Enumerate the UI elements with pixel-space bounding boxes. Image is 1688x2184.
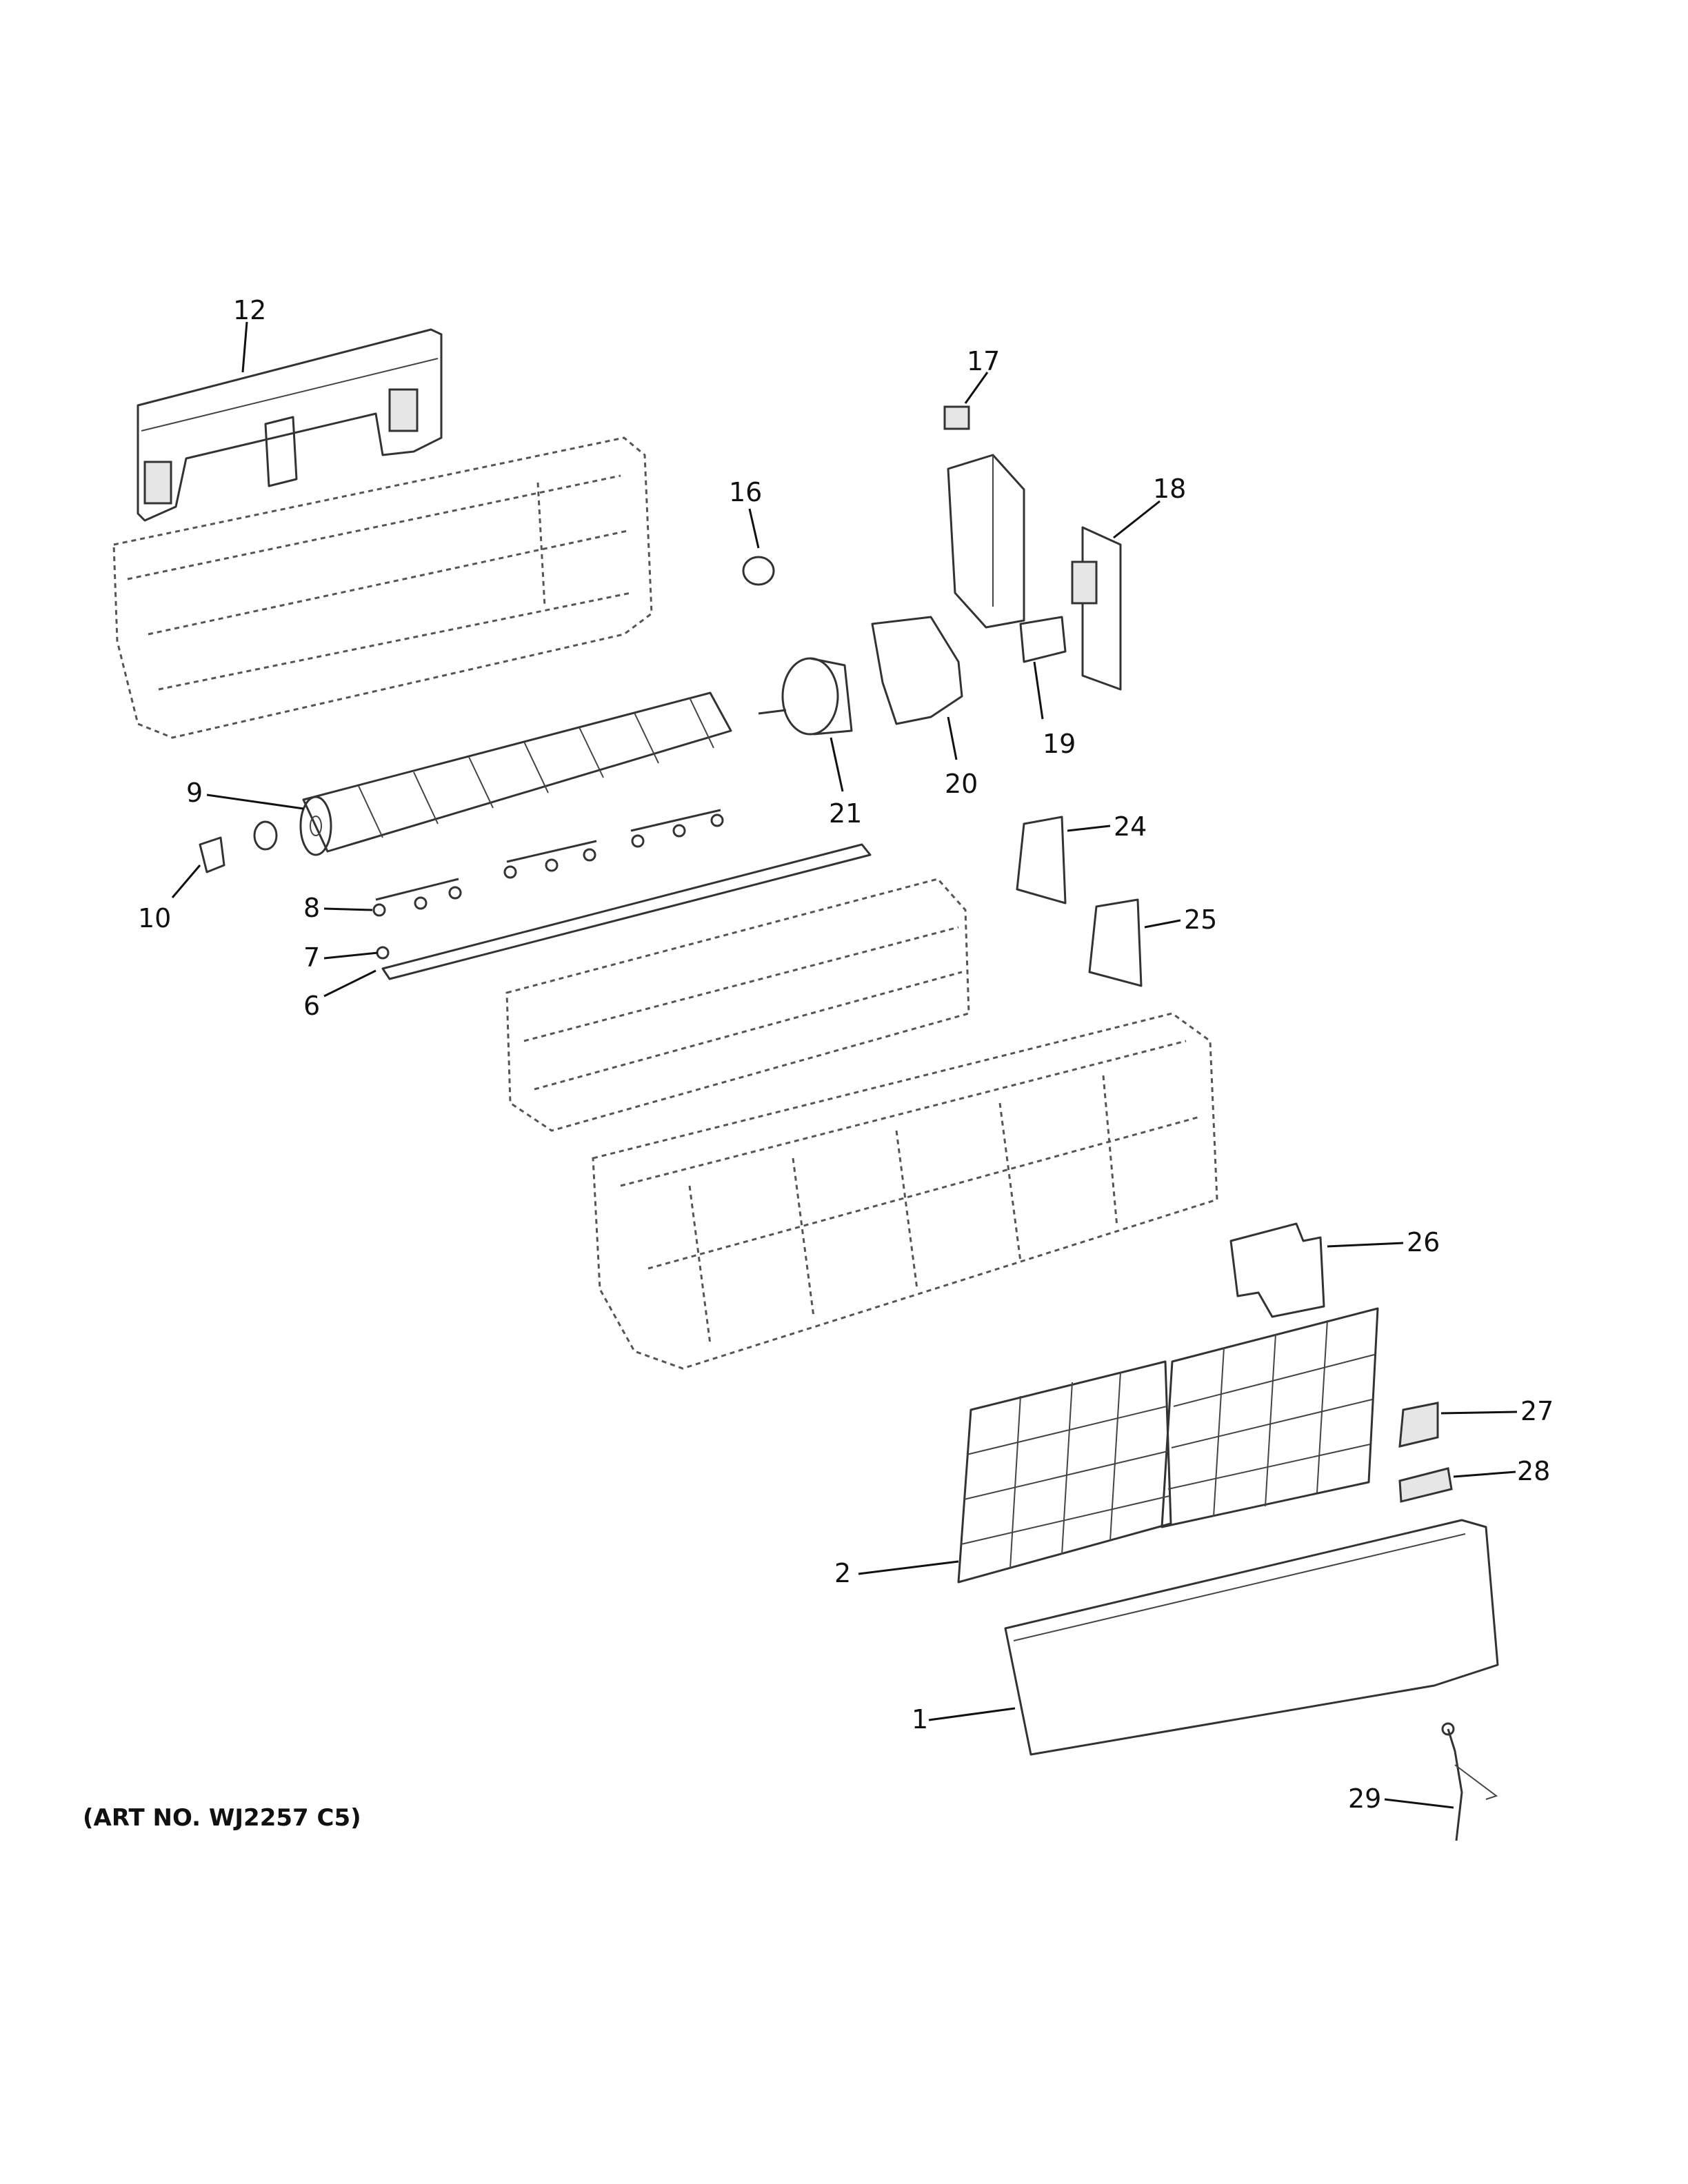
callout-24: 24 [1114, 811, 1147, 842]
callout-17: 17 [967, 346, 1000, 376]
callout-29: 29 [1348, 1783, 1381, 1814]
callout-20: 20 [945, 769, 978, 799]
callout-28: 28 [1517, 1456, 1550, 1486]
control-box-housing [947, 454, 1025, 629]
part-7-vane-pivot[interactable] [376, 946, 390, 960]
art-number: (ART NO. WJ2257 C5) [83, 1804, 361, 1832]
part-6-horizontal-vane[interactable] [381, 843, 872, 980]
part-1-front-panel[interactable] [1004, 1519, 1499, 1756]
leader-lines [171, 321, 1518, 1809]
callout-12: 12 [233, 295, 266, 325]
part-16-motor-holder[interactable] [742, 556, 775, 586]
callout-25: 25 [1184, 904, 1217, 935]
callout-21: 21 [829, 798, 862, 829]
callout-16: 16 [729, 477, 762, 507]
evaporator-coil [505, 878, 970, 1132]
callout-labels: 12 17 16 18 19 20 21 9 10 8 7 6 24 25 26… [138, 295, 1554, 1814]
callout-2: 2 [834, 1558, 851, 1588]
part-26-shield[interactable] [1229, 1222, 1325, 1318]
part-25-bracket[interactable] [1088, 898, 1143, 987]
callout-7: 7 [303, 942, 320, 973]
callout-19: 19 [1043, 729, 1076, 759]
part-28-module[interactable] [1398, 1467, 1453, 1503]
callout-10: 10 [138, 903, 171, 933]
part-2-air-filter[interactable] [957, 1307, 1379, 1584]
callout-27: 27 [1520, 1396, 1554, 1426]
part-29-sensor-wire[interactable] [1441, 1722, 1498, 1841]
part-27-sensor-module[interactable] [1398, 1402, 1439, 1448]
part-24-bracket[interactable] [1016, 816, 1067, 904]
callout-8: 8 [303, 893, 320, 923]
callout-6: 6 [303, 991, 320, 1021]
part-10-bearing[interactable] [199, 820, 278, 873]
part-9-blower-wheel[interactable] [299, 691, 732, 856]
part-19-terminal-block[interactable] [1019, 616, 1067, 663]
callout-18: 18 [1153, 474, 1186, 504]
part-21-fan-motor[interactable] [758, 657, 853, 736]
front-grille-frame [592, 1012, 1218, 1370]
callout-26: 26 [1407, 1227, 1440, 1257]
part-12-mounting-plate[interactable] [137, 328, 443, 522]
part-17-cap[interactable] [943, 405, 970, 430]
part-8-louver-links[interactable] [372, 809, 724, 917]
callout-9: 9 [186, 778, 203, 808]
part-20-motor-cover[interactable] [871, 616, 963, 725]
callout-1: 1 [912, 1704, 928, 1735]
part-18-control-board[interactable] [1071, 526, 1122, 691]
indoor-unit-chassis [112, 436, 653, 739]
